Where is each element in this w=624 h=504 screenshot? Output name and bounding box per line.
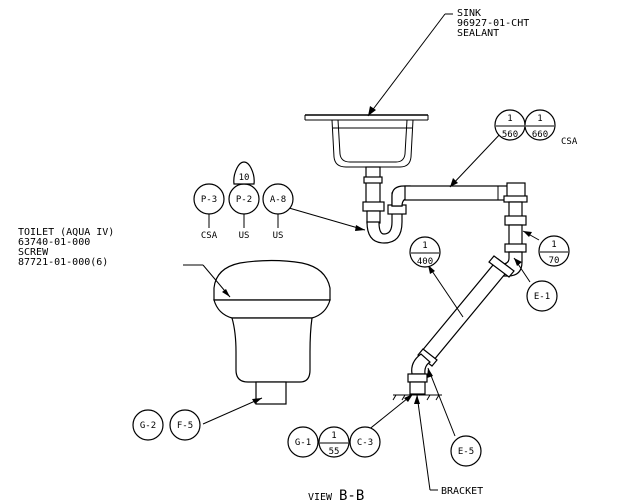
csa-label-right: CSA [561,137,578,147]
balloon-1-560-bottom: 560 [502,130,518,140]
balloon-1-55-bottom: 55 [329,447,340,457]
balloon-e-5: E-5 [450,435,482,467]
view-label: VIEW B-B [308,488,364,504]
balloon-1-55-top: 1 [331,431,336,441]
screw-label: SCREW [18,247,49,258]
toilet-label: TOILET (AQUA IV) [18,227,114,238]
sink-shape [304,114,429,204]
balloon-1-400-bottom: 400 [417,257,433,267]
view-id: B-B [339,488,364,504]
sealant-label: SEALANT [457,28,499,39]
balloon-a-8: A-8 [262,183,294,215]
balloon-g-2: G-2 [132,409,164,441]
balloon-1-70-top: 1 [551,240,556,250]
callout-sink: SINK 96927-01-CHT SEALANT [457,8,529,39]
balloon-1-400: 1 400 [409,236,441,268]
balloon-p-2-text: P-2 [236,195,252,205]
balloon-1-560-top: 1 [507,114,512,124]
balloon-1-70-bottom: 70 [549,256,560,266]
balloon-g-1: G-1 [287,426,319,458]
toilet-part-number: 63740-01-000 [18,237,90,248]
floor-drain [392,353,442,401]
us-label-2: US [273,231,284,241]
sink-label: SINK [457,8,481,19]
screw-part-number: 87721-01-000(6) [18,257,108,268]
balloon-f-5-text: F-5 [177,421,193,431]
callout-bracket: BRACKET [441,486,483,497]
balloon-1-660-bottom: 660 [532,130,548,140]
balloon-g-1-text: G-1 [295,438,311,448]
balloon-f-5: F-5 [169,409,201,441]
csa-label-left: CSA [201,231,218,241]
tee-fitting [501,182,528,277]
balloon-1-660-top: 1 [537,114,542,124]
leader-lines [183,13,540,491]
balloon-g-2-text: G-2 [140,421,156,431]
triangle-flag-10: 10 [233,161,255,185]
balloon-p-2: P-2 [228,183,260,215]
balloon-1-560: 1 560 [494,109,526,141]
balloon-e-5-text: E-5 [458,447,474,457]
balloon-e-1-text: E-1 [534,292,550,302]
callout-toilet: TOILET (AQUA IV) 63740-01-000 SCREW 8772… [18,227,114,268]
balloon-p-3: P-3 [193,183,225,215]
balloon-1-400-top: 1 [422,241,427,251]
view-word: VIEW [308,492,333,503]
bracket-label: BRACKET [441,486,483,497]
triangle-flag-10-text: 10 [239,173,250,183]
toilet-shape [213,259,331,405]
balloon-1-660: 1 660 [524,109,556,141]
balloon-a-8-text: A-8 [270,195,286,205]
arrowheads [222,106,532,404]
horizontal-pipe [404,185,510,201]
balloon-c-3-text: C-3 [357,438,373,448]
us-label-1: US [239,231,250,241]
sink-part-number: 96927-01-CHT [457,18,529,29]
balloon-1-70: 1 70 [538,235,570,267]
p-trap-shape [362,185,411,244]
diagonal-pipe [417,255,515,367]
balloon-p-3-text: P-3 [201,195,217,205]
balloon-e-1: E-1 [526,280,558,312]
balloon-1-55: 1 55 [318,426,350,458]
balloon-c-3: C-3 [349,426,381,458]
